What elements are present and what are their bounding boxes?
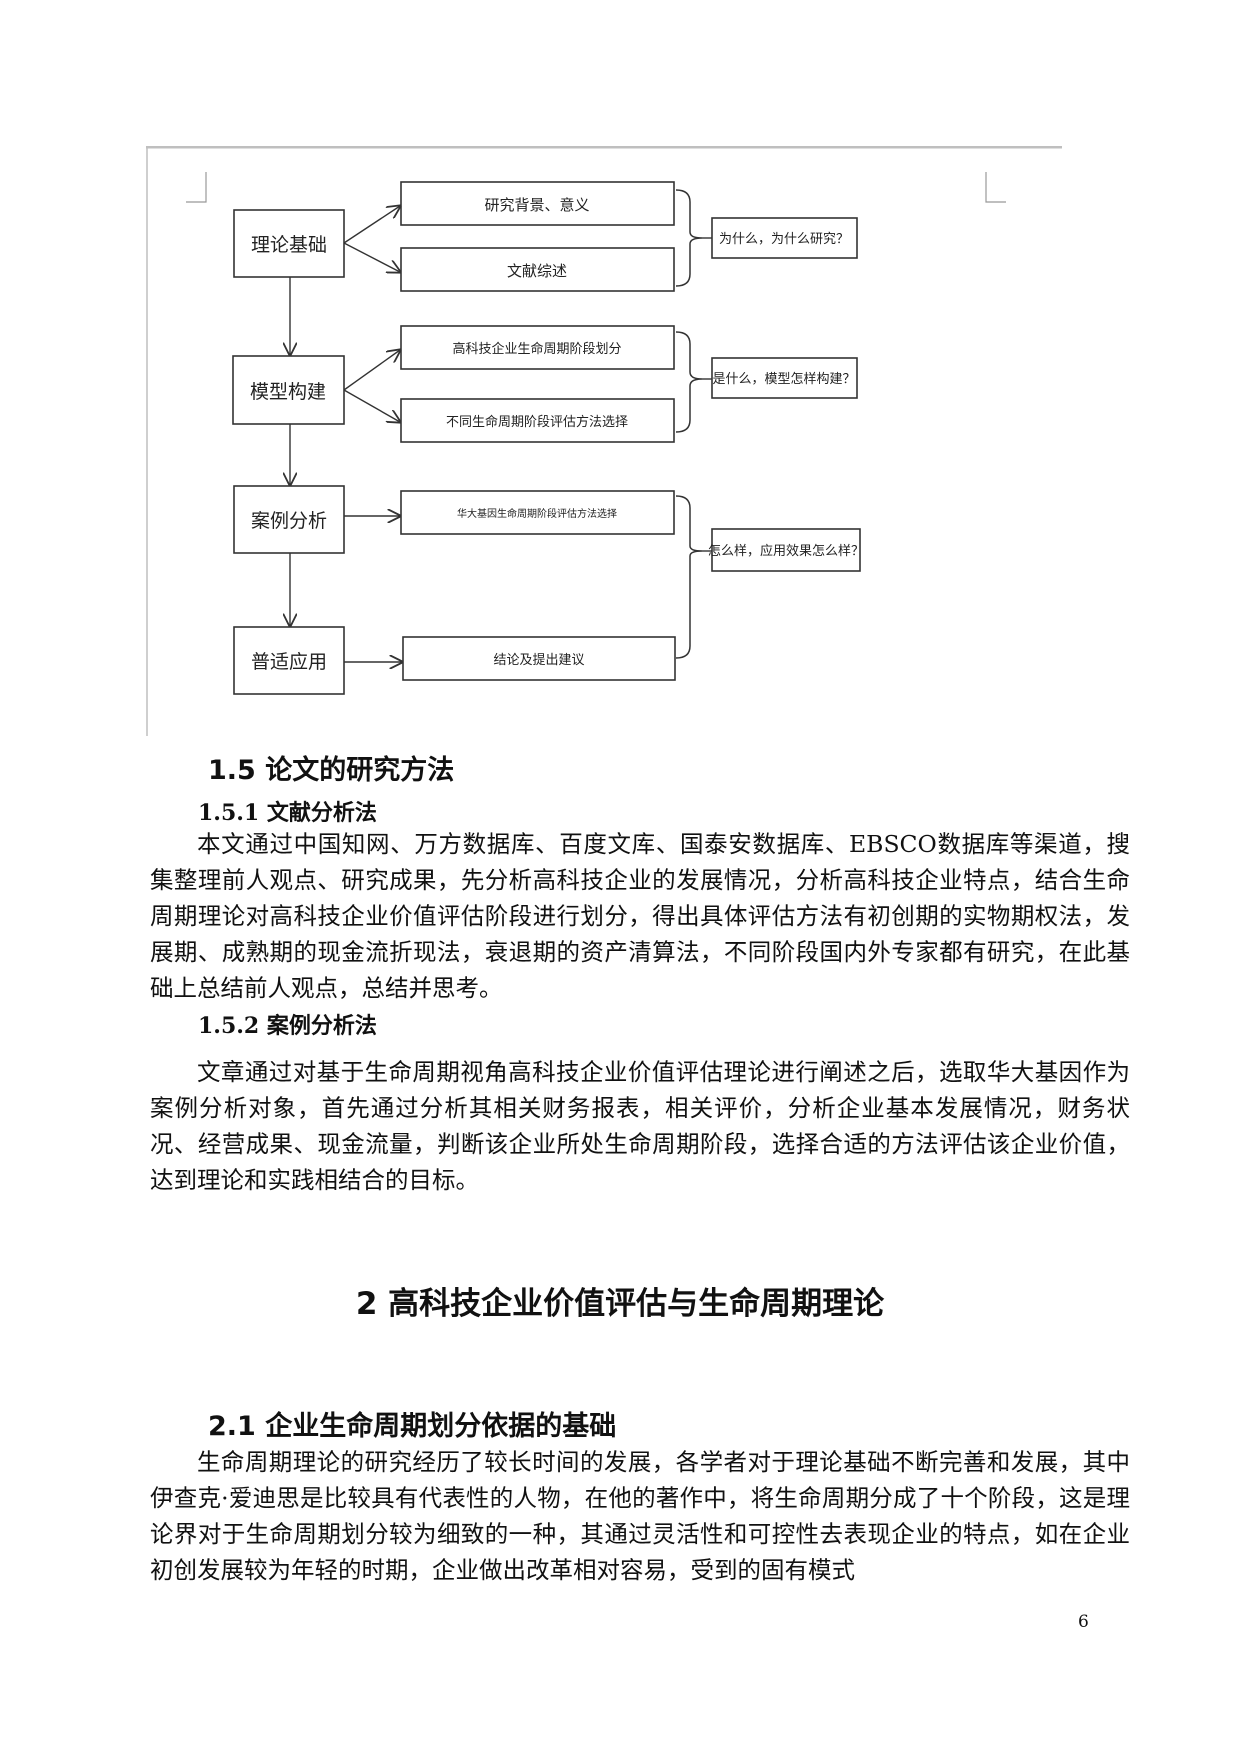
left-box-4-label: 普适应用 xyxy=(251,651,327,673)
corner-mark-right xyxy=(985,172,1006,203)
mid-box-2 xyxy=(400,247,675,292)
right-box-2 xyxy=(711,357,858,399)
mid-box-6-label: 结论及提出建议 xyxy=(493,652,584,668)
brace-1 xyxy=(675,189,703,287)
mid-box-1 xyxy=(400,181,675,226)
mid-box-5 xyxy=(400,490,675,535)
section-1-5-1-heading: 1.5.1 文献分析法 xyxy=(198,800,377,826)
left-box-3 xyxy=(233,485,345,554)
mid-box-3 xyxy=(400,325,675,370)
right-box-3 xyxy=(711,528,861,572)
arrow-model-stages xyxy=(343,350,400,391)
right-box-2-label: 是什么，模型怎样构建？ xyxy=(712,372,855,387)
mid-box-5-label: 华大基因生命周期阶段评估方法选择 xyxy=(457,507,617,520)
mid-box-4-label: 不同生命周期阶段评估方法选择 xyxy=(446,414,628,430)
left-box-3-label: 案例分析 xyxy=(251,510,327,532)
arrow-model-methods xyxy=(343,389,400,422)
paragraph-text: 文章通过对基于生命周期视角高科技企业价值评估理论进行阐述之后，选取华大基因作为案… xyxy=(150,1058,1130,1194)
mid-box-1-label: 研究背景、意义 xyxy=(484,196,589,214)
research-framework-diagram: 理论基础 模型构建 案例分析 普适应用 研究背景、意义 文献综述 高科技企业生命… xyxy=(146,146,1066,736)
left-box-4 xyxy=(233,626,345,695)
left-box-1-label: 理论基础 xyxy=(251,234,327,256)
brace-3 xyxy=(675,495,703,659)
left-box-1 xyxy=(233,209,345,278)
section-2-1-heading: 2.1 企业生命周期划分依据的基础 xyxy=(208,1411,617,1442)
section-1-5-2-heading: 1.5.2 案例分析法 xyxy=(198,1013,377,1039)
mid-box-3-label: 高科技企业生命周期阶段划分 xyxy=(452,341,621,357)
mid-box-4 xyxy=(400,398,675,443)
paragraph-text: 生命周期理论的研究经历了较长时间的发展，各学者对于理论基础不断完善和发展，其中伊… xyxy=(150,1448,1130,1584)
section-1-5-1-paragraph: 本文通过中国知网、万方数据库、百度文库、国泰安数据库、EBSCO数据库等渠道，搜… xyxy=(150,826,1130,1006)
paragraph-text: 本文通过中国知网、万方数据库、百度文库、国泰安数据库、EBSCO数据库等渠道，搜… xyxy=(150,830,1130,1002)
right-box-3-label: 怎么样，应用效果怎么样？ xyxy=(708,543,864,559)
right-box-1-label: 为什么，为什么研究？ xyxy=(719,232,849,247)
section-1-5-heading: 1.5 论文的研究方法 xyxy=(208,755,455,786)
left-box-2-label: 模型构建 xyxy=(250,381,326,403)
mid-box-2-label: 文献综述 xyxy=(507,262,567,280)
mid-box-6 xyxy=(402,636,676,681)
corner-mark-left xyxy=(186,172,207,203)
section-1-5-2-paragraph: 文章通过对基于生命周期视角高科技企业价值评估理论进行阐述之后，选取华大基因作为案… xyxy=(150,1054,1130,1198)
arrow-theory-literature xyxy=(343,242,400,272)
arrow-theory-background xyxy=(343,206,400,244)
page-number: 6 xyxy=(1078,1612,1089,1632)
brace-2 xyxy=(675,331,703,433)
section-2-1-paragraph: 生命周期理论的研究经历了较长时间的发展，各学者对于理论基础不断完善和发展，其中伊… xyxy=(150,1444,1130,1588)
chapter-2-title: 2 高科技企业价值评估与生命周期理论 xyxy=(355,1286,885,1322)
right-box-1 xyxy=(711,217,858,259)
